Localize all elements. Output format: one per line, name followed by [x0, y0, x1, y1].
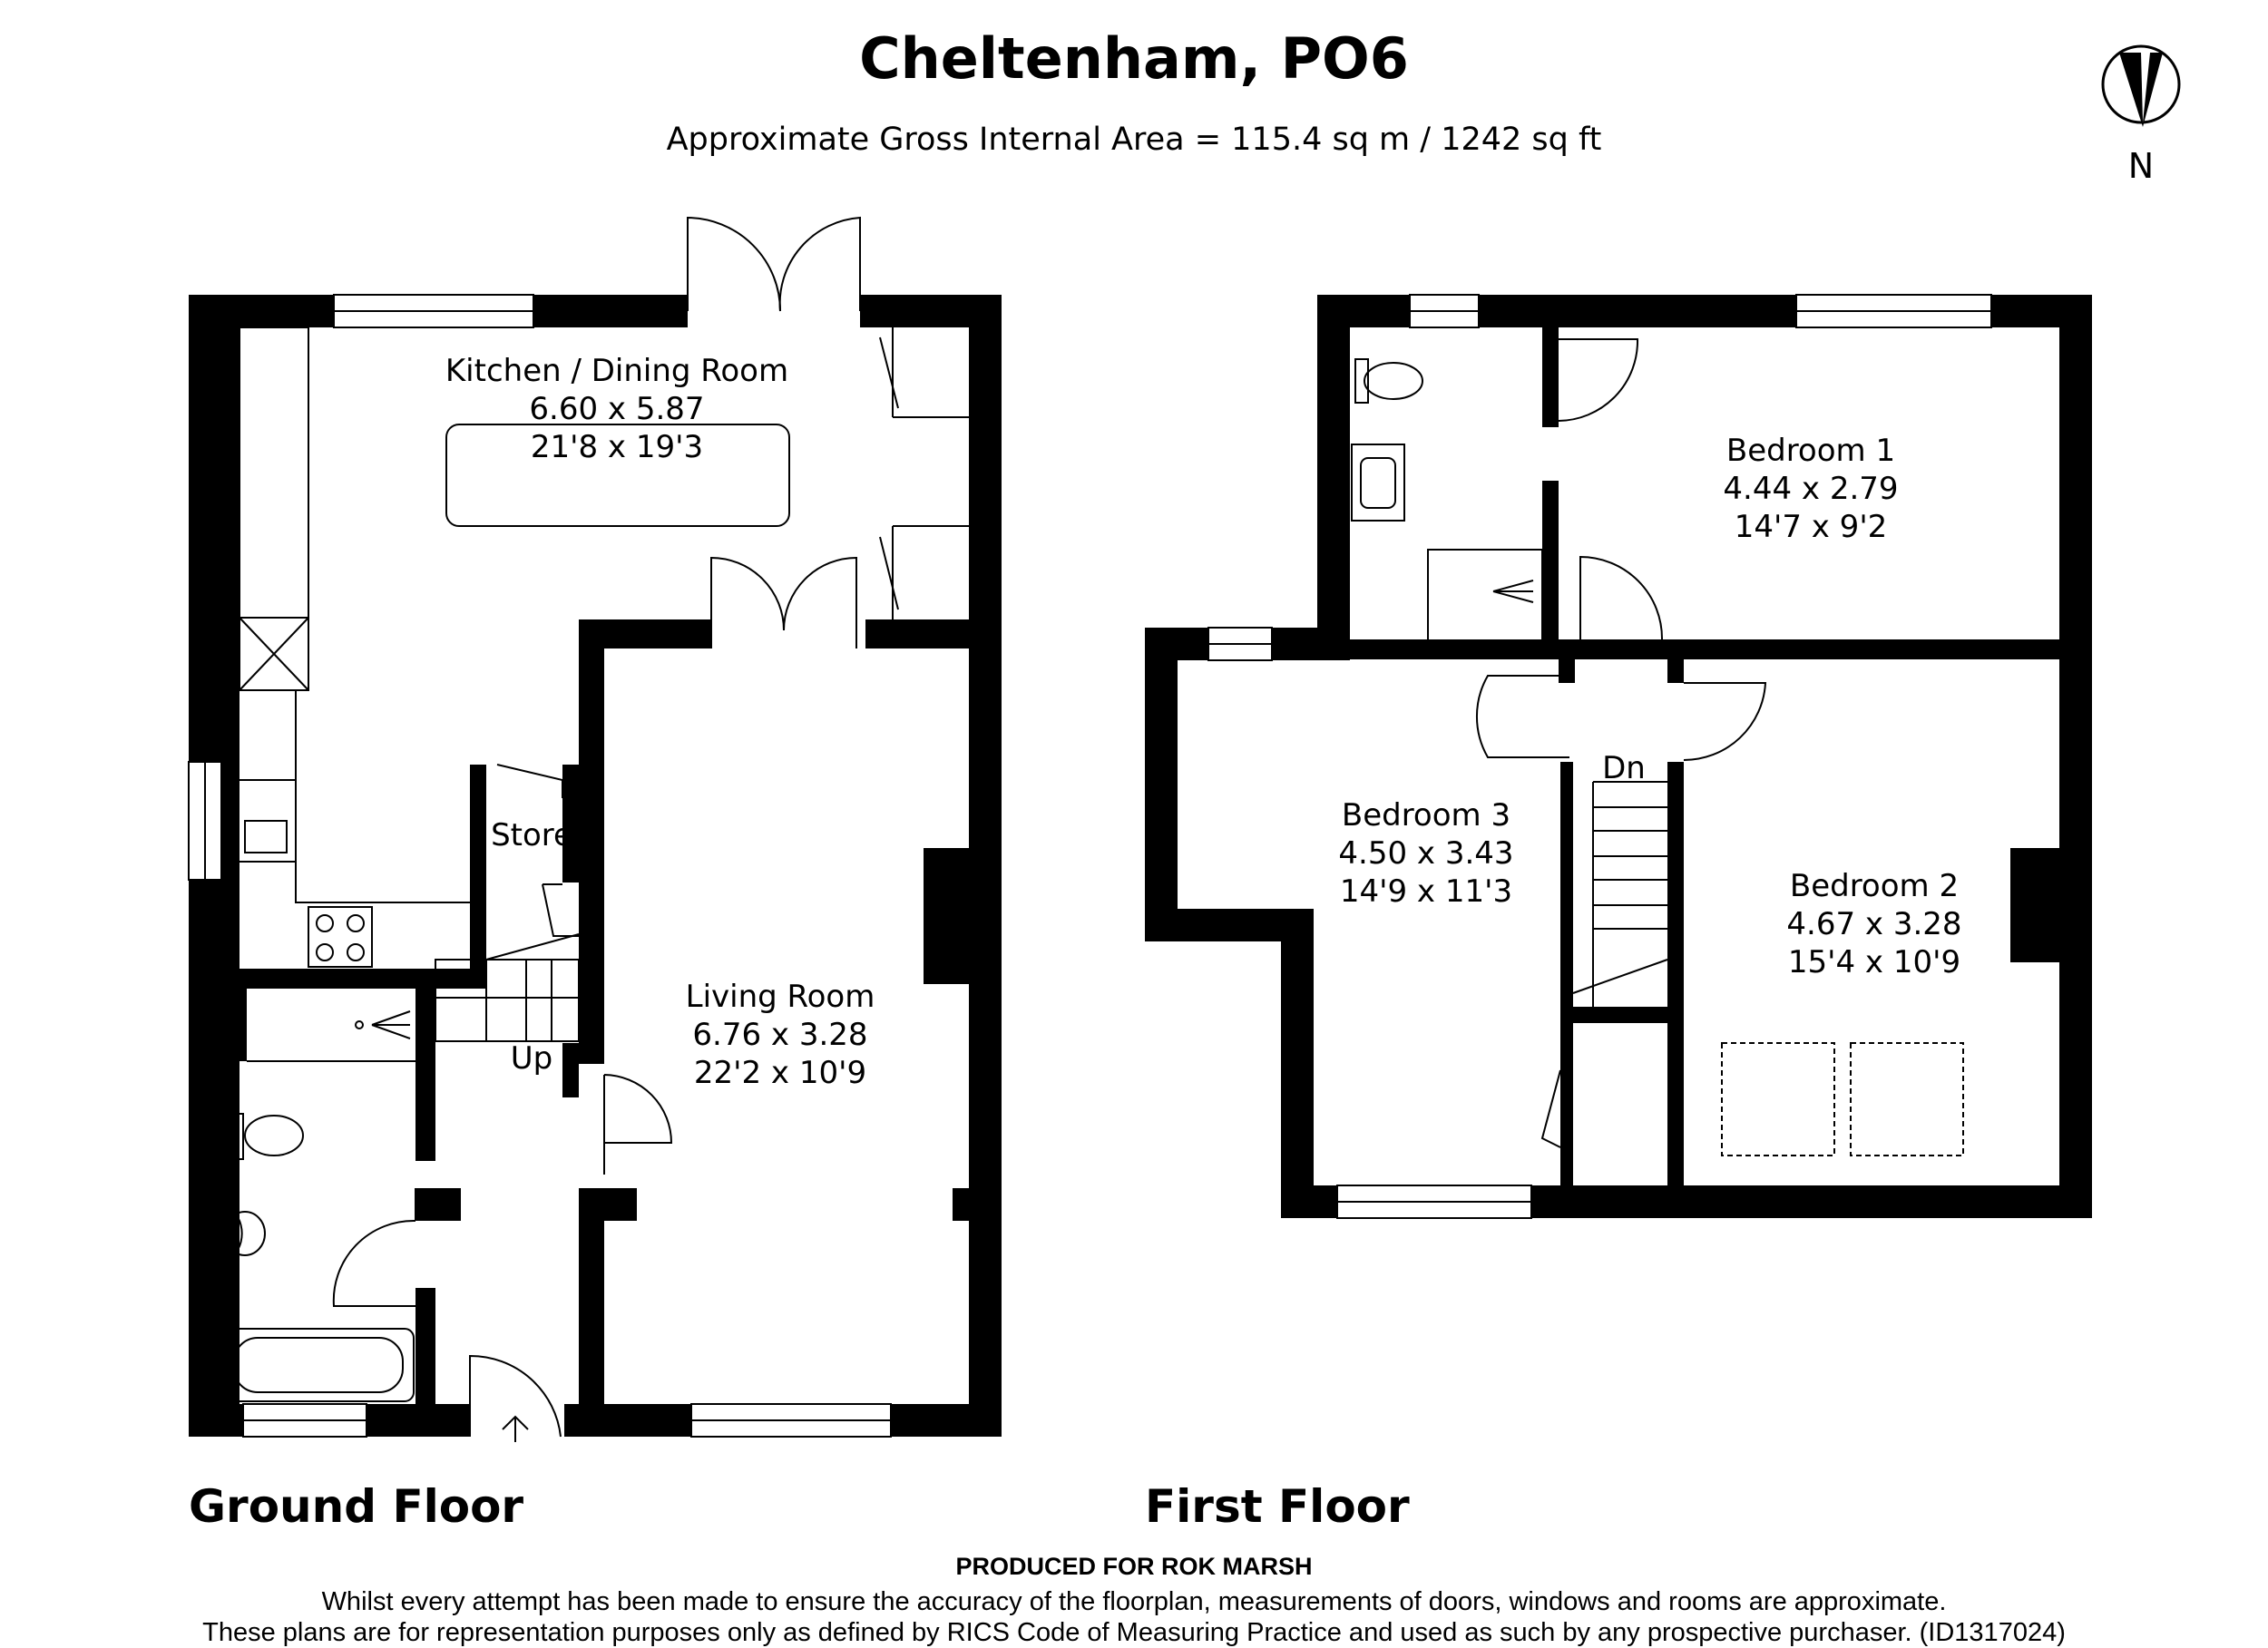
first-floor-fixtures [1351, 338, 1964, 1156]
bedroom1-name: Bedroom 1 [1726, 433, 1895, 469]
ground-floor-walls [189, 295, 1002, 1437]
stairs-down-label: Dn [1602, 750, 1646, 786]
bedroom3-imperial: 14'9 x 11'3 [1340, 873, 1512, 910]
first-floor-plan: Bedroom 1 4.44 x 2.79 14'7 x 9'2 Bedroom… [1145, 294, 2092, 1219]
first-floor-label: First Floor [1145, 1480, 1410, 1533]
north-compass-icon: N [2101, 44, 2181, 186]
bedroom3-metric: 4.50 x 3.43 [1338, 835, 1513, 872]
producer-credit: PRODUCED FOR ROK MARSH [955, 1553, 1313, 1580]
ground-floor-plan: Kitchen / Dining Room 6.60 x 5.87 21'8 x… [188, 216, 1002, 1442]
disclaimer-line-1: Whilst every attempt has been made to en… [321, 1587, 1947, 1616]
disclaimer-line-2: These plans are for representation purpo… [202, 1618, 2066, 1647]
kitchen-island [445, 424, 790, 527]
first-floor-windows [1207, 294, 1992, 1219]
bedroom2-metric: 4.67 x 3.28 [1786, 906, 1961, 942]
bedroom1-metric: 4.44 x 2.79 [1723, 471, 1898, 507]
ground-floor-windows [188, 294, 892, 1438]
stairs-up-label: Up [511, 1040, 552, 1077]
living-room-name: Living Room [686, 979, 875, 1015]
page-title: Cheltenham, PO6 [859, 25, 1409, 92]
store-name: Store [491, 817, 572, 853]
gross-area-subtitle: Approximate Gross Internal Area = 115.4 … [666, 122, 1602, 158]
bedroom2-name: Bedroom 2 [1790, 868, 1959, 904]
bedroom3-name: Bedroom 3 [1342, 797, 1510, 834]
kitchen-metric: 6.60 x 5.87 [529, 391, 704, 427]
bedroom2-imperial: 15'4 x 10'9 [1788, 944, 1960, 980]
kitchen-imperial: 21'8 x 19'3 [531, 429, 703, 465]
ground-floor-fixtures [224, 216, 969, 1442]
living-room-imperial: 22'2 x 10'9 [694, 1055, 866, 1091]
garden-door-left [687, 216, 781, 312]
kitchen-name: Kitchen / Dining Room [445, 353, 788, 389]
ground-floor-label: Ground Floor [189, 1480, 524, 1533]
bedroom1-imperial: 14'7 x 9'2 [1735, 509, 1888, 545]
compass-letter: N [2128, 146, 2154, 186]
first-floor-walls [1145, 295, 2092, 1218]
garden-door-right [778, 216, 861, 312]
living-room-metric: 6.76 x 3.28 [692, 1017, 867, 1053]
